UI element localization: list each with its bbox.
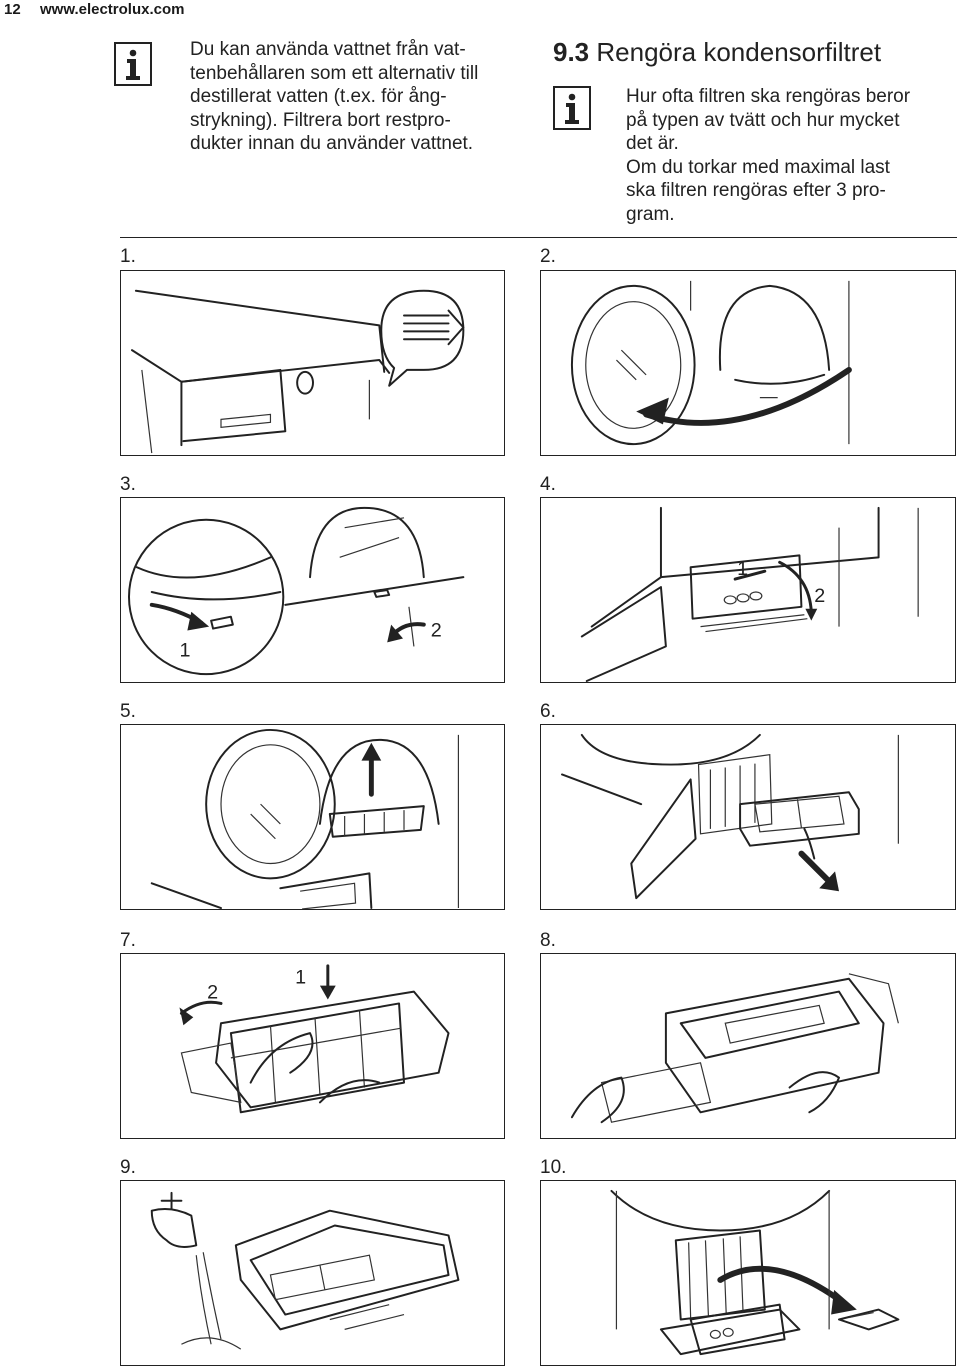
note-left-text: Du kan använda vattnet från vat- tenbehå… — [190, 38, 478, 156]
section-title-text: Rengöra kondensorfiltret — [596, 37, 882, 67]
section-title: 9.3 Rengöra kondensorfiltret — [553, 37, 881, 68]
section-number: 9.3 — [553, 37, 590, 67]
note-line: Du kan använda vattnet från vat- — [190, 39, 466, 60]
header-url[interactable]: www.electrolux.com — [40, 1, 185, 18]
page-header: 12 www.electrolux.com — [0, 0, 960, 22]
divider — [120, 237, 957, 238]
callout-label: 1 — [179, 639, 190, 661]
callout-label: 2 — [814, 585, 825, 607]
note-line: gram. — [626, 203, 675, 225]
step-number: 10. — [540, 1157, 567, 1178]
note-line: på typen av tvätt och hur mycket — [626, 109, 900, 131]
note-line: dukter innan du använder vattnet. — [190, 133, 474, 154]
note-line: Hur ofta filtren ska rengöras beror — [626, 86, 911, 107]
step-number: 8. — [540, 930, 556, 951]
callout-label: 2 — [207, 982, 218, 1004]
step-6-illustration — [540, 724, 956, 910]
step-number: 3. — [120, 474, 136, 495]
step-number: 9. — [120, 1157, 136, 1178]
step-9-illustration — [120, 1180, 505, 1366]
note-line: det är. — [626, 133, 679, 154]
callout-label: 1 — [737, 558, 748, 580]
note-line: Om du torkar med maximal last — [626, 156, 890, 178]
step-8-illustration — [540, 953, 956, 1139]
page-number: 12 — [4, 1, 21, 18]
callout-label: 1 — [295, 967, 306, 989]
step-2-illustration — [540, 270, 956, 456]
note-line: strykning). Filtrera bort restpro- — [190, 109, 451, 131]
step-number: 2. — [540, 246, 556, 267]
step-5-illustration — [120, 724, 505, 910]
note-right-text: Hur ofta filtren ska rengöras beror på t… — [626, 85, 910, 226]
step-1-illustration — [120, 270, 505, 456]
info-icon — [553, 86, 591, 130]
note-line: ska filtren rengöras efter 3 pro- — [626, 180, 886, 201]
step-number: 5. — [120, 701, 136, 722]
step-4-illustration: 1 2 — [540, 497, 956, 683]
note-line: destillerat vatten (t.ex. för ång- — [190, 86, 447, 107]
step-number: 6. — [540, 701, 556, 722]
step-number: 7. — [120, 930, 136, 951]
step-10-illustration — [540, 1180, 956, 1366]
step-7-illustration: 2 1 — [120, 953, 505, 1139]
info-icon — [114, 42, 152, 86]
step-3-illustration: 1 2 — [120, 497, 505, 683]
step-number: 1. — [120, 246, 136, 267]
callout-label: 2 — [431, 619, 442, 641]
note-line: tenbehållaren som ett alternativ till — [190, 62, 479, 84]
step-number: 4. — [540, 474, 556, 495]
